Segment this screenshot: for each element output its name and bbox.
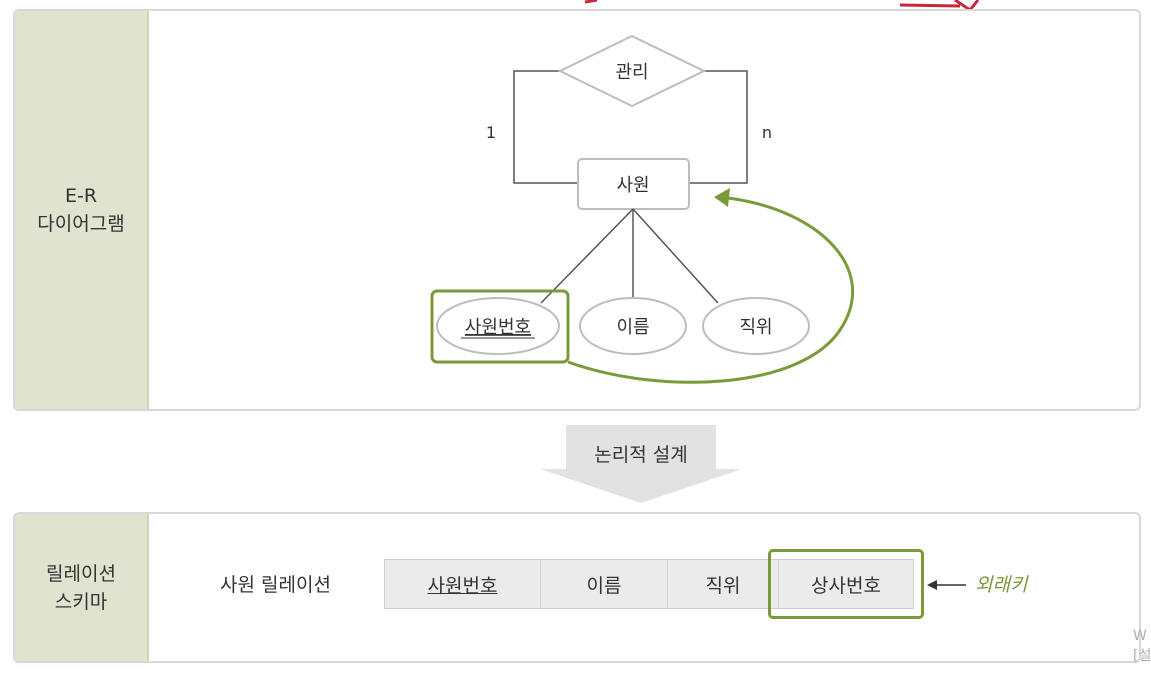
relationship-label: 관리	[615, 62, 648, 83]
er-section-label: E-R 다이어그램	[15, 11, 149, 409]
schema-label-line1: 릴레이션	[46, 562, 116, 585]
relationship-diamond: 관리	[557, 34, 707, 108]
attribute-lines	[540, 208, 719, 304]
watermark-line2: [설	[1133, 648, 1151, 664]
transform-arrow	[540, 425, 742, 503]
column-manager-number: 상사번호	[779, 560, 913, 608]
entity-label: 사원	[616, 175, 649, 196]
attribute-label-2: 이름	[616, 317, 649, 338]
column-name: 이름	[541, 560, 668, 608]
cardinality-many: n	[762, 123, 772, 142]
watermark-line1: W	[1133, 628, 1147, 644]
attribute-employee-number: 사원번호	[436, 297, 560, 355]
relationship-lines	[513, 70, 748, 184]
self-reference-arrow	[567, 188, 854, 384]
foreign-key-label: 외래키	[975, 574, 1028, 596]
er-diagram: 관리 1 n 사원 사원번호 이름 직위	[430, 34, 854, 384]
watermark: W [설	[1133, 626, 1151, 666]
attribute-label-1: 사원번호	[465, 317, 531, 338]
schema-section-label: 릴레이션 스키마	[15, 514, 149, 661]
column-employee-number: 사원번호	[385, 560, 541, 608]
relation-name: 사원 릴레이션	[220, 574, 331, 596]
transform-label: 논리적 설계	[594, 444, 688, 466]
er-label-line1: E-R	[64, 185, 98, 207]
entity-box: 사원	[577, 158, 690, 210]
attribute-position: 직위	[702, 297, 810, 355]
primary-key-highlight	[430, 289, 570, 364]
attribute-label-3: 직위	[739, 317, 772, 338]
foreign-key-highlight	[768, 549, 924, 619]
schema-label-line2: 스키마	[54, 590, 108, 613]
attribute-name: 이름	[579, 297, 687, 355]
relation-columns: 사원번호 이름 직위 상사번호	[384, 559, 914, 609]
er-label-line2: 다이어그램	[37, 213, 125, 235]
cardinality-one: 1	[486, 123, 496, 142]
column-position: 직위	[668, 560, 779, 608]
